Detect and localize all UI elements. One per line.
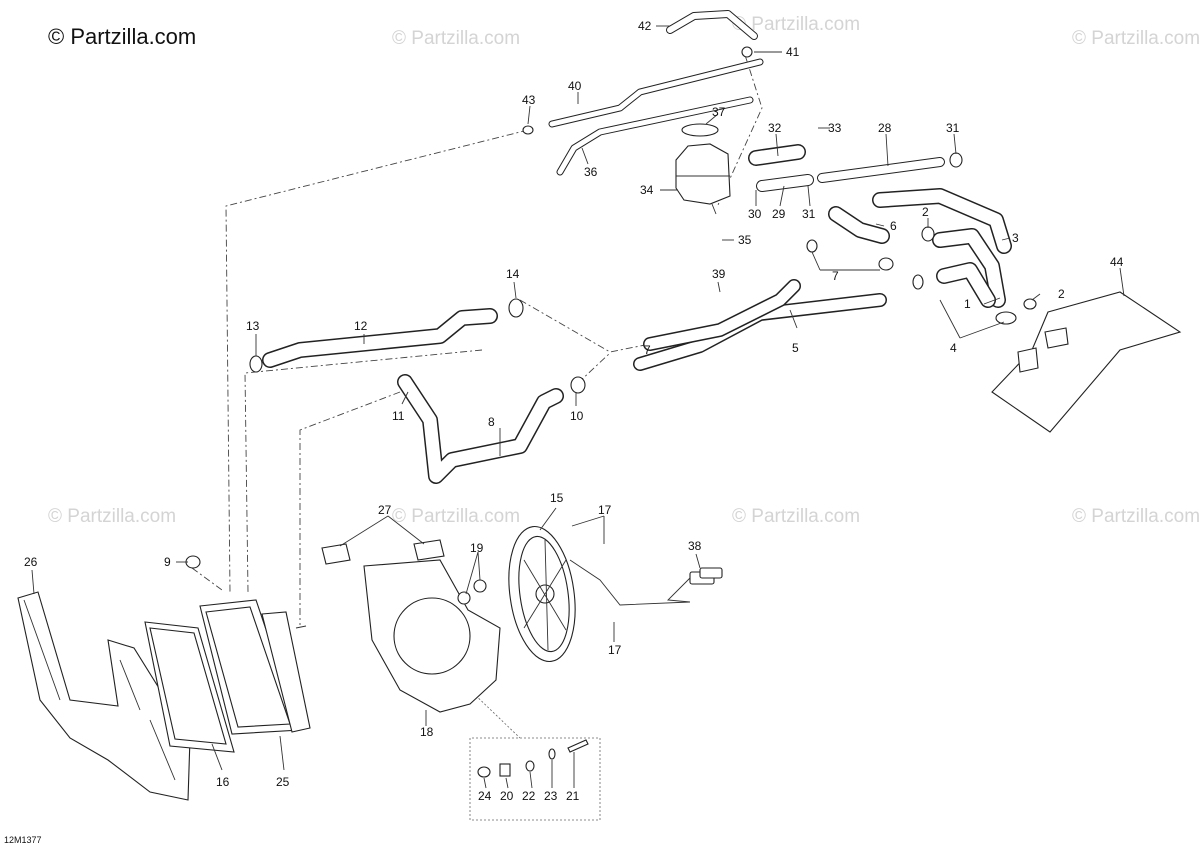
watermark-repeat: © Partzilla.com bbox=[732, 14, 860, 35]
callout-label[interactable]: 2 bbox=[1058, 287, 1065, 301]
radiator-icon bbox=[199, 599, 311, 735]
callout-label[interactable]: 30 bbox=[748, 207, 762, 221]
cooling-fan-icon bbox=[508, 525, 691, 663]
callout-label[interactable]: 3 bbox=[1012, 231, 1019, 245]
callout-label[interactable]: 15 bbox=[550, 491, 564, 505]
hose-icon bbox=[397, 374, 586, 484]
callout-label[interactable]: 37 bbox=[712, 105, 726, 119]
callout-label[interactable]: 2 bbox=[922, 205, 929, 219]
watermark-main: © Partzilla.com bbox=[48, 24, 196, 49]
callout-label[interactable]: 24 bbox=[478, 789, 492, 803]
callout-label[interactable]: 7 bbox=[832, 269, 839, 283]
watermark-repeat: © Partzilla.com bbox=[1072, 28, 1200, 49]
hose-icon bbox=[828, 188, 1012, 308]
watermark-repeat: © Partzilla.com bbox=[1072, 506, 1200, 527]
callout-label[interactable]: 17 bbox=[598, 503, 612, 517]
callout-label[interactable]: 16 bbox=[216, 775, 230, 789]
hose-icon bbox=[522, 10, 764, 176]
callout-label[interactable]: 4 bbox=[950, 341, 957, 355]
callout-label[interactable]: 40 bbox=[568, 79, 582, 93]
watermark-layer: © Partzilla.com © Partzilla.com © Partzi… bbox=[48, 14, 1200, 527]
callout-label[interactable]: 38 bbox=[688, 539, 702, 553]
watermark-repeat: © Partzilla.com bbox=[392, 506, 520, 527]
fan-shroud-icon bbox=[321, 539, 501, 713]
callout-label[interactable]: 17 bbox=[608, 643, 622, 657]
diagram-code: 12M1377 bbox=[4, 835, 42, 845]
callout-label[interactable]: 6 bbox=[890, 219, 897, 233]
coolant-reservoir-icon bbox=[675, 123, 731, 215]
callout-label[interactable]: 28 bbox=[878, 121, 892, 135]
callout-label[interactable]: 13 bbox=[246, 319, 260, 333]
assembly-guide-lines bbox=[191, 54, 763, 821]
callout-label[interactable]: 20 bbox=[500, 789, 514, 803]
callout-label[interactable]: 27 bbox=[378, 503, 392, 517]
callout-label[interactable]: 33 bbox=[828, 121, 842, 135]
callout-label[interactable]: 12 bbox=[354, 319, 368, 333]
watermark-repeat: © Partzilla.com bbox=[48, 506, 176, 527]
callout-label[interactable]: 5 bbox=[792, 341, 799, 355]
callout-label[interactable]: 21 bbox=[566, 789, 580, 803]
callout-labels: 1 2 2 3 4 5 6 7 7 8 9 10 11 12 13 14 15 … bbox=[24, 19, 1124, 803]
callout-label[interactable]: 41 bbox=[786, 45, 800, 59]
callout-label[interactable]: 29 bbox=[772, 207, 786, 221]
callout-label[interactable]: 36 bbox=[584, 165, 598, 179]
callout-label[interactable]: 32 bbox=[768, 121, 782, 135]
callout-label[interactable]: 19 bbox=[470, 541, 484, 555]
radiator-screen-icon bbox=[144, 621, 235, 753]
watermark-repeat: © Partzilla.com bbox=[392, 28, 520, 49]
side-panel bbox=[991, 291, 1182, 433]
callout-label[interactable]: 10 bbox=[570, 409, 584, 423]
callout-label[interactable]: 9 bbox=[164, 555, 171, 569]
hose-clamp-icon bbox=[185, 555, 201, 569]
callout-label[interactable]: 7 bbox=[644, 343, 651, 357]
hose-icon bbox=[748, 144, 963, 192]
watermark-repeat: © Partzilla.com bbox=[732, 506, 860, 527]
callout-label[interactable]: 8 bbox=[488, 415, 495, 429]
callout-label[interactable]: 14 bbox=[506, 267, 520, 281]
callout-label[interactable]: 44 bbox=[1110, 255, 1124, 269]
callout-label[interactable]: 26 bbox=[24, 555, 38, 569]
callout-label[interactable]: 39 bbox=[712, 267, 726, 281]
callout-label[interactable]: 31 bbox=[802, 207, 816, 221]
callout-label[interactable]: 34 bbox=[640, 183, 654, 197]
hardware-kit bbox=[477, 739, 589, 778]
callout-label[interactable]: 25 bbox=[276, 775, 290, 789]
callout-label[interactable]: 22 bbox=[522, 789, 536, 803]
callout-label[interactable]: 31 bbox=[946, 121, 960, 135]
callout-label[interactable]: 1 bbox=[964, 297, 971, 311]
callout-label[interactable]: 18 bbox=[420, 725, 434, 739]
hose-icon bbox=[249, 298, 524, 373]
callout-label[interactable]: 42 bbox=[638, 19, 652, 33]
callout-label[interactable]: 11 bbox=[392, 409, 405, 423]
callout-label[interactable]: 43 bbox=[522, 93, 536, 107]
callout-label[interactable]: 23 bbox=[544, 789, 558, 803]
hose-icon bbox=[633, 279, 887, 371]
electrical-connector-icon bbox=[667, 567, 723, 603]
callout-label[interactable]: 35 bbox=[738, 233, 752, 247]
callout-leader-lines bbox=[31, 25, 1125, 789]
hose-clamp-icon bbox=[806, 226, 1037, 325]
